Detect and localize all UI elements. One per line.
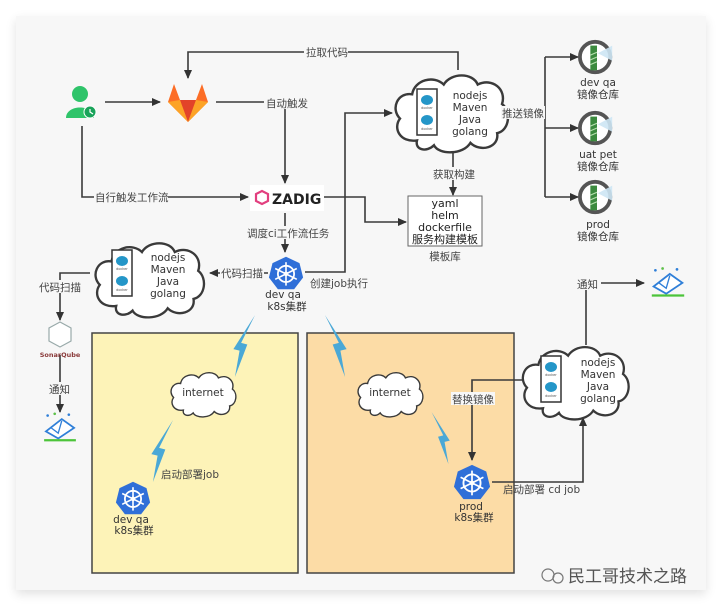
k8s-label: dev qa xyxy=(265,289,301,301)
registry-label: prod xyxy=(586,219,610,231)
edge-auto-trigger xyxy=(216,101,289,184)
k8s-devqa-top: dev qa k8s集群 xyxy=(265,255,307,313)
cloud-line: Java xyxy=(458,114,481,126)
docker-icon xyxy=(540,355,562,403)
sonarqube-icon xyxy=(48,321,72,348)
k8s-devqa-bottom: dev qa k8s集群 xyxy=(113,480,154,537)
cloud-line: nodejs xyxy=(151,252,186,264)
edge-replace-image xyxy=(468,379,522,461)
template-box: yaml helm dockerfile 服务构建模板 模板库 xyxy=(407,195,483,263)
k8s-label: k8s集群 xyxy=(454,511,494,524)
template-line: helm xyxy=(431,209,459,222)
registry-devqa: dev qa 镜像仓库 xyxy=(577,39,619,101)
edge-labels: 拉取代码 自动触发 自行触发工作流 推送镜像 获取构建 调度ci工作流任务 代码… xyxy=(38,45,601,496)
zadig-label: ZADIG xyxy=(272,192,321,208)
cloud-line: Maven xyxy=(151,264,186,276)
registry-label: 镜像仓库 xyxy=(577,160,619,173)
edge-manual-trigger xyxy=(81,126,249,201)
zadig-logo: ZADIG xyxy=(250,185,324,211)
template-line: 服务构建模板 xyxy=(412,232,478,246)
internet-label: internet xyxy=(182,387,224,399)
k8s-label: prod xyxy=(459,501,483,513)
sonarqube: SonarQube xyxy=(40,321,81,359)
label-start-cd-job: 启动部署 cd job xyxy=(503,483,580,496)
edge-code-scan-sonar xyxy=(56,272,90,321)
registry-label: 镜像仓库 xyxy=(577,88,619,101)
template-line: yaml xyxy=(431,197,458,210)
registry-label: dev qa xyxy=(580,77,616,89)
docker-icon xyxy=(111,249,133,297)
cloud-line: Maven xyxy=(581,369,616,381)
kubernetes-icon xyxy=(268,255,304,291)
label-push-image: 推送镜像 xyxy=(502,107,544,120)
sonarqube-label: SonarQube xyxy=(40,351,81,359)
gitlab-icon xyxy=(168,84,208,122)
edge-create-job xyxy=(305,109,393,273)
mail-notification-icon xyxy=(650,266,686,297)
wechat-icon xyxy=(541,568,555,582)
label-create-job: 创建job执行 xyxy=(310,277,369,290)
harbor-registry-icon xyxy=(578,110,615,146)
edge-start-cd-job xyxy=(492,417,587,483)
scan-cloud: nodejs Maven Java golang xyxy=(94,242,206,319)
cd-cloud: nodejs Maven Java golang xyxy=(521,345,630,421)
registry-uatpet: uat pet 镜像仓库 xyxy=(577,110,619,173)
k8s-prod: prod k8s集群 xyxy=(453,463,494,524)
registry-prod: prod 镜像仓库 xyxy=(577,179,619,243)
label-notify-right: 通知 xyxy=(577,278,598,291)
docker-icon xyxy=(416,88,438,136)
internet-cloud-right: internet xyxy=(357,371,424,418)
registry-label: 镜像仓库 xyxy=(577,230,619,243)
label-schedule-ci: 调度ci工作流任务 xyxy=(247,227,330,240)
mail-notification-icon xyxy=(42,412,78,442)
label-pull-code: 拉取代码 xyxy=(306,46,348,59)
cloud-line: nodejs xyxy=(453,90,488,102)
watermark-text: 民工哥技术之路 xyxy=(568,567,687,587)
cloud-line: golang xyxy=(150,288,186,300)
label-manual-trigger: 自行触发工作流 xyxy=(95,191,169,204)
watermark: 民工哥技术之路 xyxy=(541,567,687,587)
k8s-label: k8s集群 xyxy=(114,524,154,537)
template-caption: 模板库 xyxy=(429,250,461,263)
k8s-label: dev qa xyxy=(113,514,149,526)
label-auto-trigger: 自动触发 xyxy=(266,97,308,110)
ci-cloud: nodejs Maven Java golang xyxy=(394,74,510,154)
label-fetch-build: 获取构建 xyxy=(433,168,475,181)
label-code-scan-sonar: 代码扫描 xyxy=(39,281,81,294)
prod-zone xyxy=(306,332,515,574)
cloud-line: nodejs xyxy=(581,357,616,369)
cloud-line: Java xyxy=(586,381,609,393)
harbor-registry-icon xyxy=(578,39,615,75)
internet-label: internet xyxy=(369,387,411,399)
registry-label: uat pet xyxy=(579,149,617,161)
template-line: dockerfile xyxy=(418,221,472,234)
user-clock-icon xyxy=(66,86,97,119)
cloud-line: Java xyxy=(156,276,179,288)
edge-notify-right xyxy=(585,279,645,345)
label-start-deploy-job: 启动部署job xyxy=(161,468,219,481)
cloud-line: Maven xyxy=(453,102,488,114)
cloud-line: golang xyxy=(452,126,488,138)
label-code-scan: 代码扫描 xyxy=(221,267,263,280)
label-replace-image: 替换镜像 xyxy=(452,393,494,406)
dev-zone xyxy=(91,332,299,574)
k8s-label: k8s集群 xyxy=(267,300,307,313)
label-notify-left: 通知 xyxy=(49,383,70,396)
edge-zadig-template xyxy=(323,196,407,226)
cloud-line: golang xyxy=(580,393,616,405)
internet-cloud-left: internet xyxy=(170,371,237,418)
harbor-registry-icon xyxy=(578,179,615,215)
zadig-logo-icon xyxy=(254,189,270,206)
